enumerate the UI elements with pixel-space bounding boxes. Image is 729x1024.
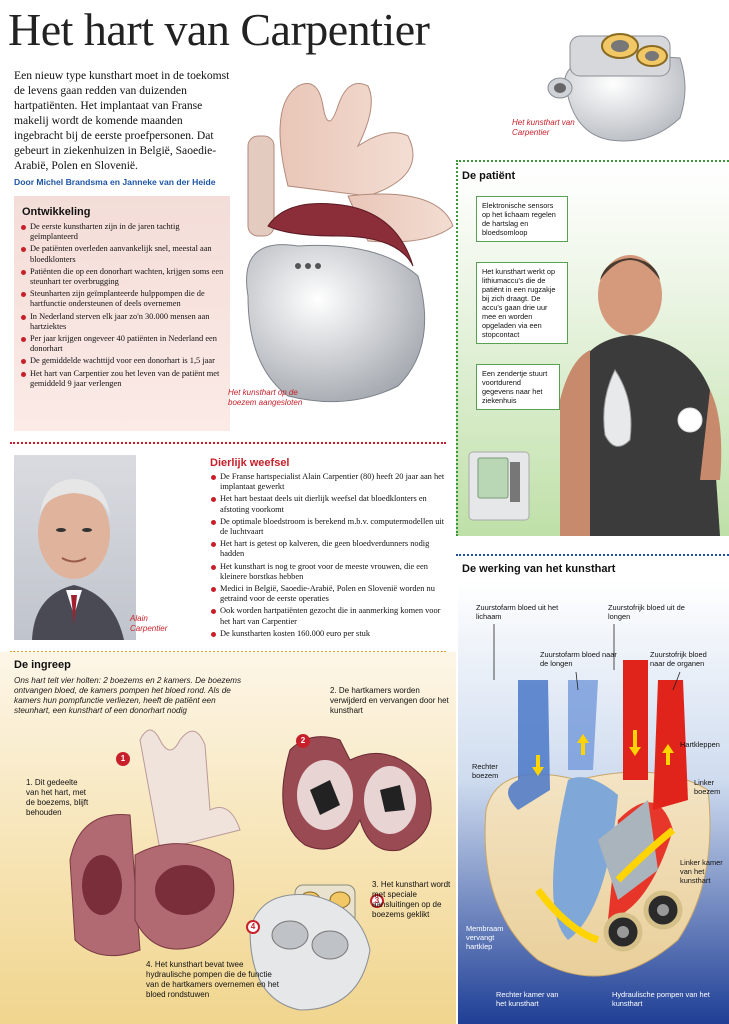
- dierlijk-list: De Franse hartspecialist Alain Carpentie…: [210, 472, 450, 641]
- page-title: Het hart van Carpentier: [8, 4, 430, 55]
- ingreep-heading: De ingreep: [14, 659, 71, 671]
- werking-label-hydraulische-pompen: Hydraulische pompen van het kunsthart: [612, 990, 710, 1008]
- patient-illustration: [560, 240, 729, 536]
- werking-label-hartkleppen: Hartkleppen: [680, 740, 720, 749]
- kunsthart-caption: Het kunsthart van Carpentier: [512, 118, 575, 137]
- werking-label-membraam: Membraam vervangt hartklep: [466, 924, 504, 951]
- list-item: Het hart van Carpentier zou het leven va…: [20, 369, 225, 389]
- portrait-photo: [14, 455, 136, 640]
- heart-illustration: [228, 66, 456, 436]
- list-item: Medici in België, Saoedie-Arabië, Polen …: [210, 584, 450, 604]
- list-item: Het hart is getest op kalveren, die geen…: [210, 539, 450, 559]
- portrait-caption: Alain Carpentier: [130, 614, 168, 633]
- list-item: Het kunsthart is nog te groot voor de me…: [210, 562, 450, 582]
- werking-diagram: [458, 580, 729, 1024]
- werking-label-rechter-kamer: Rechter kamer van het kunsthart: [496, 990, 559, 1008]
- step-1-text: 1. Dit gedeelte van het hart, met de boe…: [26, 778, 89, 817]
- step-badge-1: 1: [116, 752, 130, 766]
- divider: [456, 160, 729, 162]
- step-badge-3: 3: [370, 894, 384, 908]
- step-2-text: 2. De hartkamers worden verwijderd en ve…: [330, 686, 449, 715]
- werking-label-zuurstofarm-naar-longen: Zuurstofarm bloed naar de longen: [540, 650, 617, 668]
- dierlijk-heading: Dierlijk weefsel: [210, 457, 290, 469]
- werking-label-rechter-boezem: Rechter boezem: [472, 762, 499, 780]
- patient-heading: De patiënt: [462, 170, 516, 182]
- list-item: Ook worden hartpatiënten gezocht die in …: [210, 606, 450, 626]
- werking-label-zuurstofrijk-longen: Zuurstofrijk bloed uit de longen: [608, 603, 685, 621]
- ontwikkeling-panel: [14, 196, 230, 431]
- werking-label-linker-boezem: Linker boezem: [694, 778, 721, 796]
- list-item: De optimale bloedstroom is berekend m.b.…: [210, 517, 450, 537]
- list-item: De Franse hartspecialist Alain Carpentie…: [210, 472, 450, 492]
- divider: [456, 554, 729, 556]
- list-item: Patiënten die op een donorhart wachten, …: [20, 267, 225, 287]
- byline: Door Michel Brandsma en Janneke van der …: [14, 177, 216, 187]
- info-box-accus: Het kunsthart werkt op lithiumaccu's die…: [476, 262, 568, 344]
- werking-label-zuurstofrijk-naar-organen: Zuurstofrijk bloed naar de organen: [650, 650, 707, 668]
- divider: [10, 442, 446, 444]
- ingreep-intro: Ons hart telt vier holten: 2 boezems en …: [14, 676, 242, 715]
- werking-heading: De werking van het kunsthart: [462, 563, 616, 575]
- accu-charger-illustration: [464, 448, 534, 524]
- list-item: De patiënten overleden aanvankelijk snel…: [20, 244, 225, 264]
- werking-label-zuurstofarm-lichaam: Zuurstofarm bloed uit het lichaam: [476, 603, 559, 621]
- step-badge-4: 4: [246, 920, 260, 934]
- list-item: De kunstharten kosten 160.000 euro per s…: [210, 629, 450, 639]
- list-item: De eerste kunstharten zijn in de jaren t…: [20, 222, 225, 242]
- intro-text: Een nieuw type kunsthart moet in de toek…: [14, 69, 230, 172]
- divider: [456, 160, 458, 536]
- step-4-text: 4. Het kunsthart bevat twee hydraulische…: [146, 960, 279, 999]
- heart-caption: Het kunsthart op de boezem aangesloten: [228, 388, 303, 407]
- ingreep-illustration: [60, 720, 450, 1020]
- list-item: Steunharten zijn geïmplanteerde hulppomp…: [20, 289, 225, 309]
- kunsthart-illustration-small: [540, 18, 700, 148]
- step-badge-2: 2: [296, 734, 310, 748]
- ontwikkeling-heading: Ontwikkeling: [22, 206, 91, 218]
- list-item: In Nederland sterven elk jaar zo'n 30.00…: [20, 312, 225, 332]
- info-box-sensors: Elektronische sensors op het lichaam reg…: [476, 196, 568, 242]
- step-3-text: 3. Het kunsthart wordt met speciale aans…: [372, 880, 451, 919]
- list-item: Het hart bestaat deels uit dierlijk weef…: [210, 494, 450, 514]
- list-item: Per jaar krijgen ongeveer 40 patiënten i…: [20, 334, 225, 354]
- list-item: De gemiddelde wachttijd voor een donorha…: [20, 356, 225, 366]
- ontwikkeling-list: De eerste kunstharten zijn in de jaren t…: [20, 222, 225, 391]
- info-box-zender: Een zendertje stuurt voortdurend gegeven…: [476, 364, 560, 410]
- werking-label-linker-kamer: Linker kamer van het kunsthart: [680, 858, 723, 885]
